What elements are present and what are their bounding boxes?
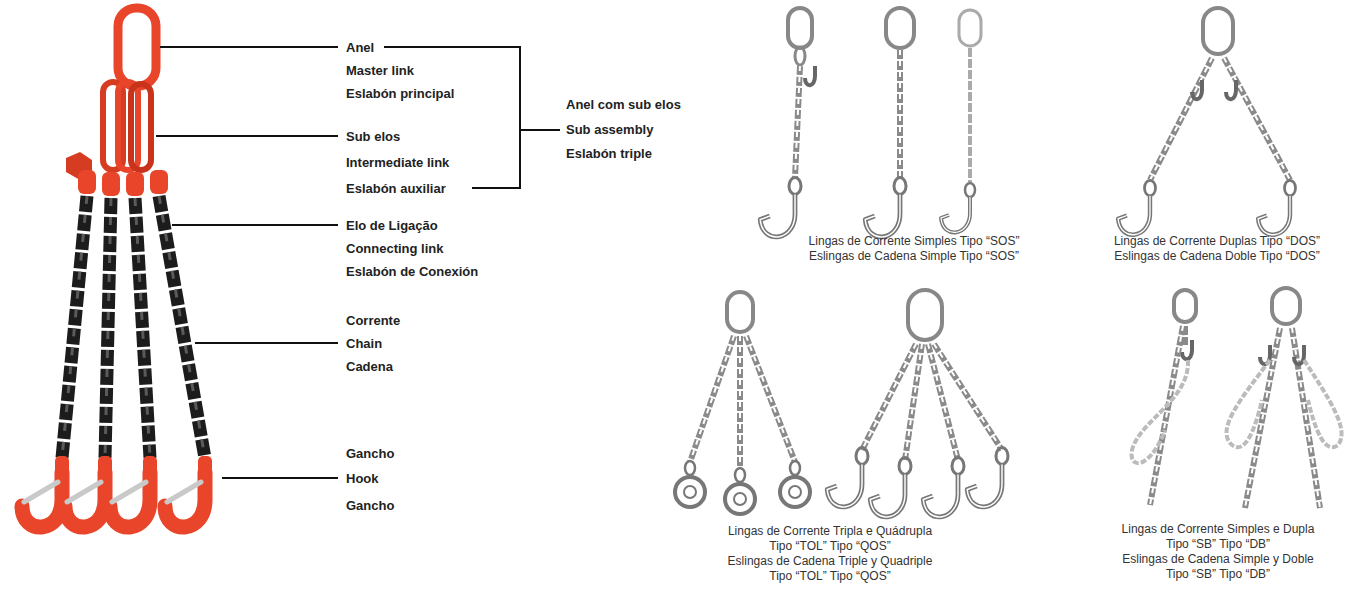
caption-line: Tipo “TOL” Tipo “QOS” — [769, 539, 890, 553]
part-label: Connecting link — [346, 241, 444, 256]
caption-line: Eslingas de Cadena Simple y Doble — [1122, 552, 1313, 566]
caption-line: Lingas de Corrente Tripla e Quádrupla — [728, 524, 932, 538]
part-label: Gancho — [346, 446, 394, 461]
part-label: Anel com sub elos — [566, 97, 681, 112]
part-label: Elo de Ligação — [346, 218, 438, 233]
part-label: Hook — [346, 471, 379, 486]
part-label: Cadena — [346, 359, 393, 374]
part-label: Gancho — [346, 498, 394, 513]
caption-line: Lingas de Corrente Simples Tipo “SOS” — [809, 234, 1020, 248]
caption-line: Lingas de Corrente Simples e Dupla — [1122, 522, 1315, 536]
caption-line: Eslingas de Cadena Simple Tipo “SOS” — [809, 249, 1019, 263]
caption-line: Tipo “SB” Tipo “DB” — [1166, 567, 1270, 581]
part-label: Chain — [346, 336, 382, 351]
part-label: Anel — [346, 40, 374, 55]
caption-line: Eslingas de Cadena Doble Tipo “DOS” — [1114, 249, 1319, 263]
part-label: Master link — [346, 63, 414, 78]
caption-line: Tipo “SB” Tipo “DB” — [1166, 537, 1270, 551]
part-label: Eslabón principal — [346, 86, 454, 101]
part-label: Corrente — [346, 313, 400, 328]
caption-line: Tipo “TOL” Tipo “QOS” — [769, 569, 890, 583]
part-label: Eslabón de Conexión — [346, 264, 478, 279]
caption-line: Lingas de Corrente Duplas Tipo “DOS” — [1114, 234, 1320, 248]
part-label: Sub elos — [346, 129, 400, 144]
part-label: Intermediate link — [346, 155, 449, 170]
part-label: Eslabón triple — [566, 146, 652, 161]
part-label: Sub assembly — [566, 122, 653, 137]
caption-line: Eslingas de Cadena Triple y Quadriple — [728, 554, 933, 568]
part-label: Eslabón auxiliar — [346, 181, 446, 196]
